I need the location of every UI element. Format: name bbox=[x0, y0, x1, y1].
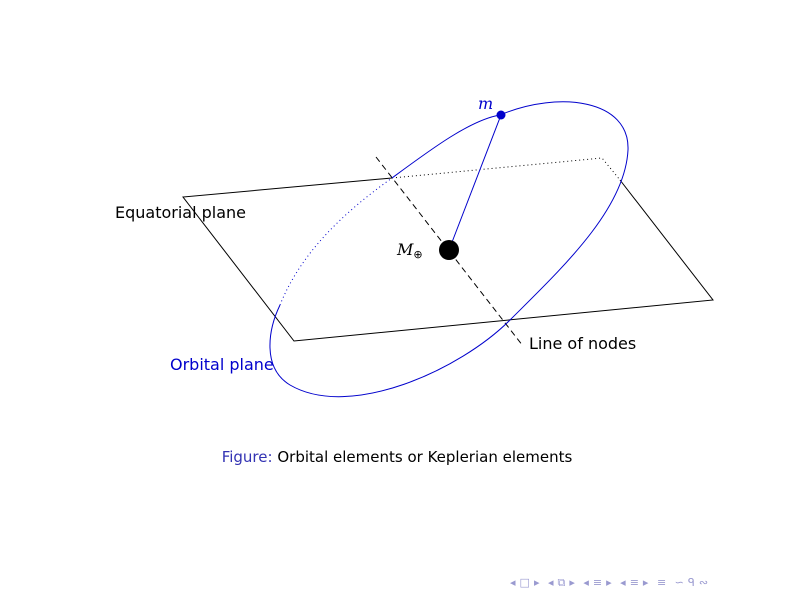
label-orbital-plane: Orbital plane bbox=[170, 355, 274, 374]
section-next-icon[interactable]: ▸ bbox=[569, 576, 576, 589]
section-icon[interactable]: ⧉ bbox=[557, 576, 567, 589]
equatorial-plane-front-edges bbox=[182, 177, 714, 342]
frame-prev-icon[interactable]: ◂ bbox=[510, 576, 517, 589]
label-mass-m: m bbox=[478, 94, 494, 113]
label-equatorial-plane: Equatorial plane bbox=[115, 203, 247, 222]
search-icon-3[interactable]: ∾ bbox=[698, 576, 710, 589]
subsection-icon[interactable]: ≡ bbox=[592, 576, 604, 589]
subsubsection-icon[interactable]: ≡ bbox=[629, 576, 640, 589]
earth-dot bbox=[439, 240, 459, 260]
frame-next-icon[interactable]: ▸ bbox=[533, 576, 541, 589]
subsubsection-next-icon[interactable]: ▸ bbox=[642, 576, 650, 589]
satellite-dot bbox=[496, 110, 506, 120]
frame-icon[interactable]: □ bbox=[519, 576, 531, 589]
align-icon[interactable]: ≡ bbox=[656, 576, 668, 589]
subsection-prev-icon[interactable]: ◂ bbox=[583, 576, 590, 589]
caption-prefix: Figure: bbox=[221, 448, 273, 466]
earth-mass-subscript: ⊕ bbox=[413, 248, 423, 261]
search-icon-2[interactable]: ᑫ bbox=[687, 576, 696, 589]
earth-mass-symbol: M bbox=[397, 240, 414, 259]
label-earth-mass: M⊕ bbox=[397, 240, 423, 261]
section-prev-icon[interactable]: ◂ bbox=[547, 576, 555, 589]
equatorial-plane-hidden-edge bbox=[391, 157, 621, 181]
label-line-of-nodes: Line of nodes bbox=[529, 334, 637, 353]
beamer-navigation: ◂□▸ ◂⧉▸ ◂≡▸ ◂≡▸ ≡ ∽ᑫ∾ bbox=[510, 576, 712, 590]
figure-caption: Figure: Orbital elements or Keplerian el… bbox=[0, 448, 794, 466]
radius-vector bbox=[448, 114, 502, 251]
subsection-next-icon[interactable]: ▸ bbox=[606, 576, 613, 589]
search-icon[interactable]: ∽ bbox=[674, 576, 685, 589]
subsubsection-prev-icon[interactable]: ◂ bbox=[620, 576, 627, 589]
orbit-ellipse-hidden bbox=[279, 177, 393, 306]
caption-text: Orbital elements or Keplerian elements bbox=[277, 448, 573, 466]
